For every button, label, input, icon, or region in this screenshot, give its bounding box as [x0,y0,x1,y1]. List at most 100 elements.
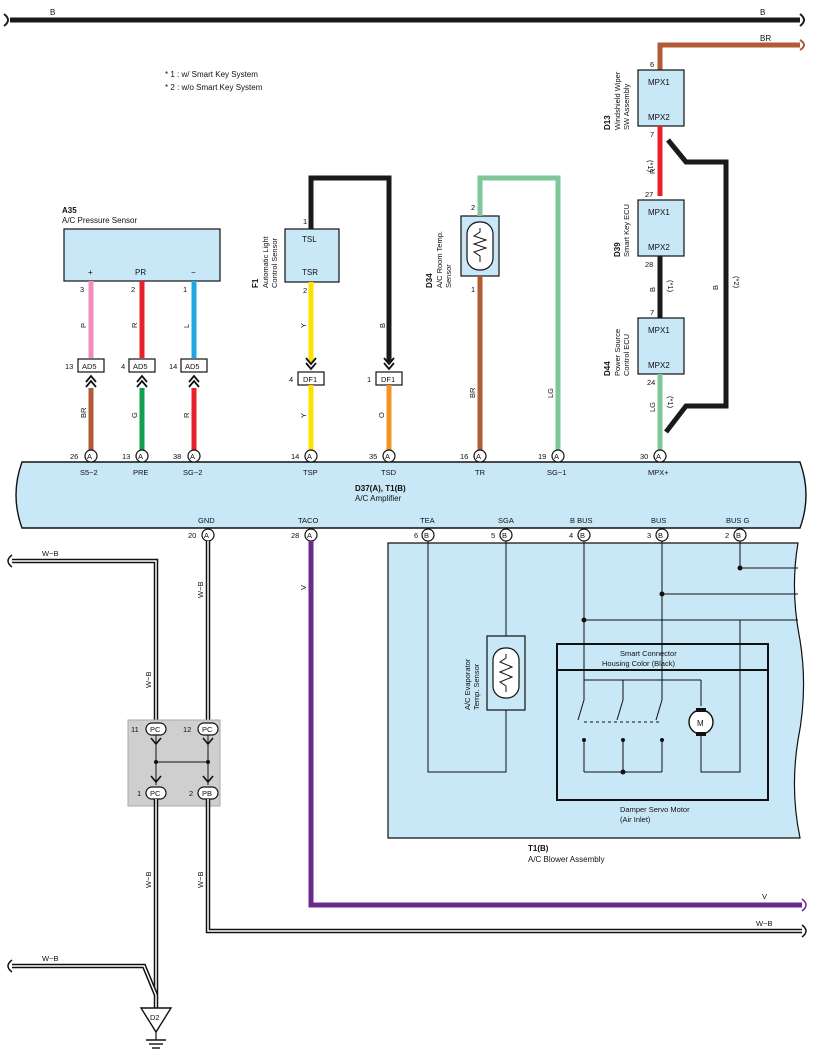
f1-tsr-num: 2 [303,286,307,295]
junction-bl-conn: PC [150,789,161,798]
amp-terminal-pre: A 13 PRE [122,449,149,477]
amp-terminal-tsp: A 14 TSP [291,449,318,477]
blower-wire-tea [427,541,507,773]
wire-mpx-b-note: (*1) [666,280,675,293]
df1-right-num: 1 [367,375,371,384]
d13-component: D13 Windshield Wiper SW Assembly MPX1 MP… [603,60,685,139]
d39-pin-bottom: 28 [645,260,653,269]
junction-tr-num: 12 [183,725,191,734]
d34-name-1: A/C Room Temp. [435,231,444,288]
junction-dot-bus [659,591,665,597]
ad5-2-label: AD5 [133,362,148,371]
amp-tea-conn: B [424,531,429,540]
contact-dot-1 [582,738,586,742]
junction-dot-switch [620,769,626,775]
d34-resistor-icon [472,228,488,262]
d44-mpx1: MPX1 [648,326,670,335]
wire-wb-bottom-left-label: W−B [42,954,58,963]
wire-d34-br-label: BR [468,387,477,398]
wire-mpx-b-right-label: B [711,285,720,290]
junction-chevrons-left [150,737,162,784]
blower-name: A/C Blower Assembly [528,855,604,864]
note-2: * 2 : w/o Smart Key System [165,83,263,92]
wire-light-green-d34 [477,175,561,451]
ad5-3-box [180,358,208,373]
amp-tr-name: TR [475,468,486,477]
smart-connector-name-1: Smart Connector [620,649,677,658]
amp-pre-num: 13 [122,452,130,461]
amp-terminal-bus: B 3 [647,528,669,542]
evap-name-2: Temp. Sensor [472,663,481,710]
d44-mpx2: MPX2 [648,361,670,370]
f1-pin-tsl: TSL [302,235,317,244]
amp-sg-2-num: 38 [173,452,181,461]
amp-busg-name: BUS G [726,516,750,525]
junction-tl-num: 11 [131,725,139,734]
bus-end-left [3,13,9,27]
amp-sg-1-circle [551,449,565,463]
wire-wb-bottom-left-end [7,959,13,973]
motor-label: M [697,719,704,728]
ad5-connector-2: 4 AD5 [121,358,156,388]
amp-s5-2-num: 26 [70,452,78,461]
wire-br-label: BR [79,407,88,418]
taco-violet-wire: V V [299,541,807,912]
d39-mpx2: MPX2 [648,243,670,252]
wire-g-label: G [130,412,139,418]
d13-mpx1: MPX1 [648,78,670,87]
amp-tr-num: 16 [460,452,468,461]
amp-sg-2-conn: A [190,452,195,461]
amp-tsd-num: 35 [369,452,377,461]
df1-left-num: 4 [289,375,293,384]
amp-terminal-taco: A 28 [291,528,318,542]
d44-box [637,317,685,375]
d39-id: D39 [613,242,622,257]
wire-violet-end [801,898,807,912]
amp-taco-name: TACO [298,516,318,525]
d13-name-2: SW Assembly [622,83,631,130]
d13-pin-top: 6 [650,60,654,69]
d13-pin-bottom: 7 [650,130,654,139]
f1-name-1: Automatic Light [261,235,270,288]
amp-terminal-busg: B 2 [725,528,747,542]
wire-r-lower-label: R [182,412,191,418]
ad5-3-label: AD5 [185,362,200,371]
d13-name-1: Windshield Wiper [613,71,622,130]
motor-brush-bottom [696,732,706,736]
amp-sga-name: SGA [498,516,514,525]
switch-contact-2 [616,699,624,772]
amp-s5-2-conn: A [87,452,92,461]
junction-chevrons-right [202,737,214,784]
amp-terminal-gnd: A 20 [188,528,215,542]
ad5-3-chevron [188,374,200,388]
amp-tr-circle [473,449,487,463]
junction-tr-conn: PC [202,725,213,734]
amp-tsd-circle [382,449,396,463]
amp-mpx-conn: A [656,452,661,461]
df1-connector-right: 1 DF1 [367,357,403,386]
d34-id: D34 [425,273,434,288]
wire-f1-y-label: Y [299,323,308,328]
amp-mpx-circle [653,449,667,463]
amp-mpx-num: 30 [640,452,648,461]
servo-name-1: Damper Servo Motor [620,805,690,814]
a35-pin-plus-name: + [88,268,93,277]
amp-pre-name: PRE [133,468,148,477]
wire-f1-o-label: O [377,412,386,418]
ground-wiring: W−B W−B W−B PC 11 PC 12 PC 1 PB 2 W−B [7,541,807,1049]
amplifier-component: D37(A), T1(B) A/C Amplifier [15,461,807,529]
switch-contact-3 [655,699,663,772]
wire-wb-lower-right-end [801,924,807,938]
amplifier-id: D37(A), T1(B) [355,484,406,493]
servo-name-2: (Air Inlet) [620,815,651,824]
amp-terminal-sga: B 5 [491,528,513,542]
amp-terminal-sg-1: A 19 SG−1 [538,449,566,477]
d39-mpx1: MPX1 [648,208,670,217]
wire-wb-top-left-stripe [12,560,157,725]
amp-sg-1-num: 19 [538,452,546,461]
df1-right-label: DF1 [381,375,395,384]
amp-sga-conn: B [502,531,507,540]
amp-terminal-tr: A 16 TR [460,449,487,477]
amp-s5-2-circle [84,449,98,463]
